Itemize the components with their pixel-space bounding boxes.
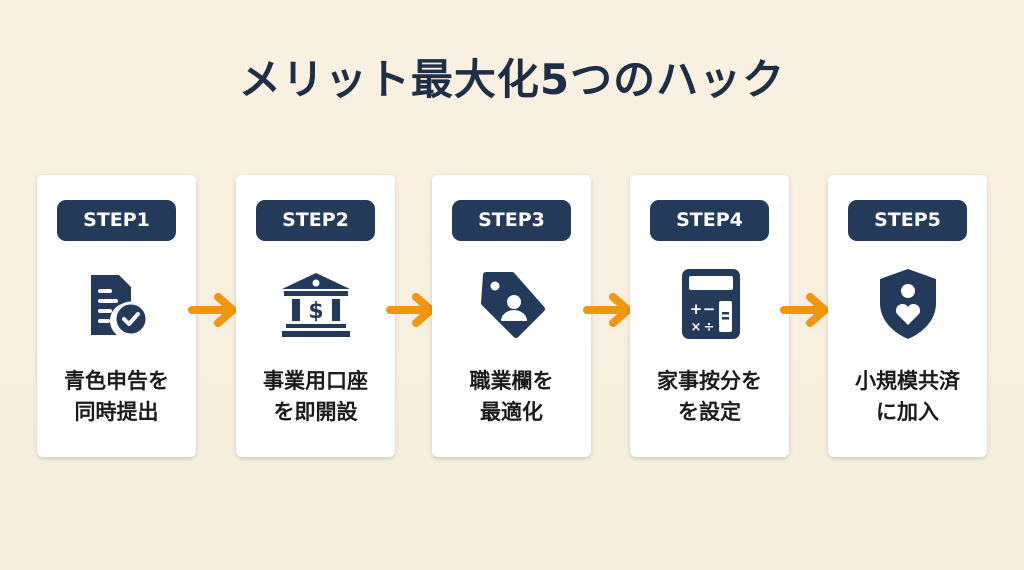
step-badge: STEP2	[256, 200, 375, 241]
step-label-line1: 青色申告を	[64, 369, 169, 393]
step-badge: STEP4	[650, 200, 769, 241]
calculator-icon: + − × ÷	[682, 269, 740, 339]
step-card-1: STEP1 青色申告を同時提出	[37, 175, 196, 457]
document-check-icon	[91, 275, 149, 337]
step-badge: STEP3	[452, 200, 571, 241]
step-label-line1: 職業欄を	[469, 369, 554, 393]
svg-text:÷: ÷	[704, 320, 715, 335]
step-label: 事業用口座を即開設	[236, 366, 395, 428]
arrow-right-icon	[583, 293, 632, 327]
step-badge: STEP1	[57, 200, 176, 241]
arrow-right-icon	[780, 293, 829, 327]
step-card-4: STEP4 + − × ÷ 家事按分をを設定	[630, 175, 789, 457]
step-card-3: STEP3 職業欄を最適化	[432, 175, 591, 457]
step-label: 青色申告を同時提出	[37, 366, 196, 428]
bank-icon: $	[282, 273, 350, 337]
step-label: 家事按分をを設定	[630, 366, 789, 428]
step-label-line2: に加入	[876, 400, 939, 424]
page-title: メリット最大化5つのハック	[238, 55, 786, 104]
step-card-2: STEP2 $ 事業用口座を即開設	[236, 175, 395, 457]
step-label-line1: 事業用口座	[263, 369, 368, 393]
arrow-right-icon	[188, 293, 237, 327]
step-label-line2: 同時提出	[74, 400, 159, 424]
shield-heart-icon	[880, 269, 936, 339]
step-label-line2: 最適化	[480, 400, 543, 424]
step-label-line1: 家事按分を	[657, 369, 762, 393]
step-badge: STEP5	[848, 200, 967, 241]
person-tag-icon	[481, 272, 545, 338]
svg-text:×: ×	[691, 320, 702, 335]
step-label: 職業欄を最適化	[432, 366, 591, 428]
step-label-line1: 小規模共済	[855, 369, 960, 393]
svg-text:$: $	[308, 299, 323, 324]
step-label: 小規模共済に加入	[828, 366, 987, 428]
step-label-line2: を設定	[678, 400, 741, 424]
step-card-5: STEP5 小規模共済に加入	[828, 175, 987, 457]
step-label-line2: を即開設	[273, 400, 358, 424]
svg-text:−: −	[703, 300, 716, 318]
arrow-right-icon	[386, 293, 435, 327]
svg-text:+: +	[690, 300, 703, 318]
